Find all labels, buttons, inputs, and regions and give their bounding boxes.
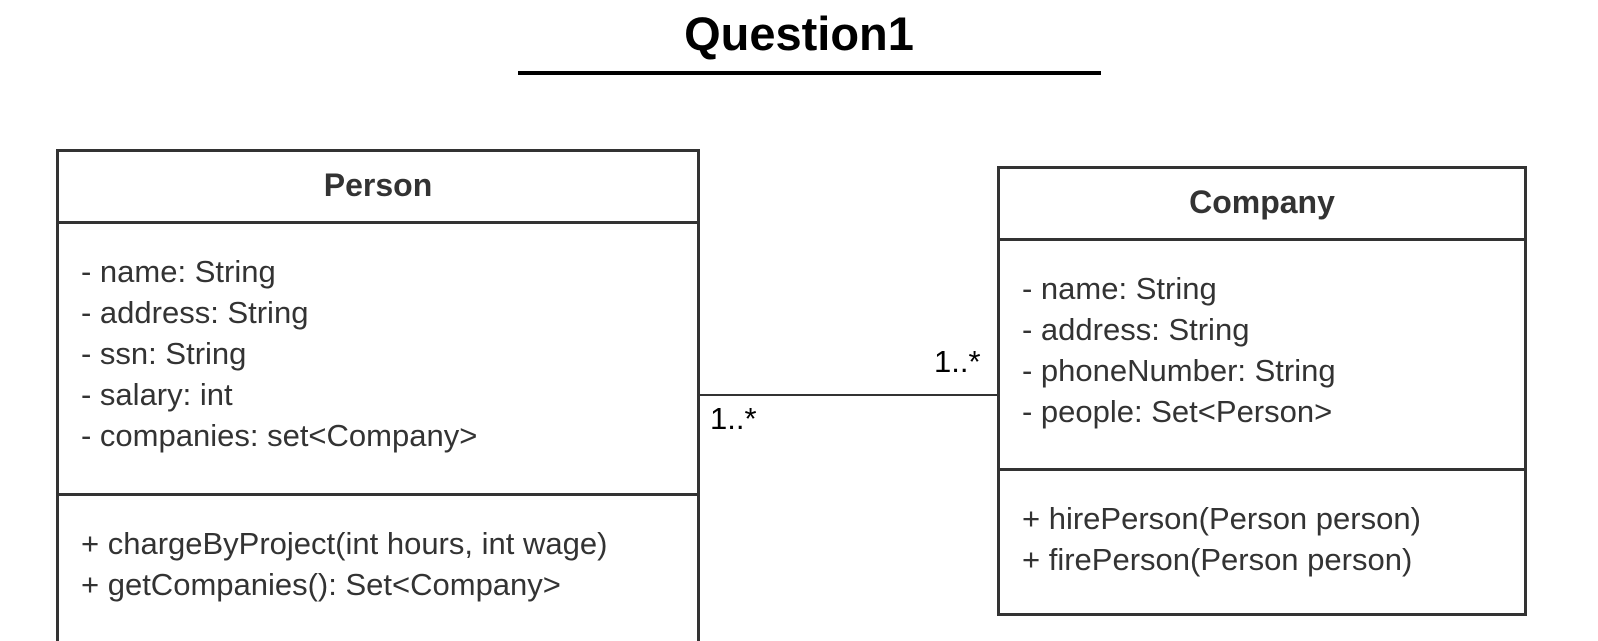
person-class-box: Person - name: String - address: String … (56, 149, 700, 641)
person-class-name: Person (59, 152, 697, 224)
company-attributes-section: - name: String - address: String - phone… (1000, 241, 1524, 471)
company-multiplicity-label: 1..* (934, 344, 981, 379)
company-method: + firePerson(Person person) (1022, 542, 1413, 577)
company-attribute: - phoneNumber: String (1022, 353, 1336, 388)
person-method: + chargeByProject(int hours, int wage) (81, 526, 608, 561)
company-method: + hirePerson(Person person) (1022, 501, 1421, 536)
company-attribute: - name: String (1022, 271, 1217, 306)
company-methods-section: + hirePerson(Person person) + firePerson… (1000, 471, 1524, 580)
company-class-box: Company - name: String - address: String… (997, 166, 1527, 616)
company-attribute: - address: String (1022, 312, 1250, 347)
person-attribute: - ssn: String (81, 336, 247, 371)
person-attributes-section: - name: String - address: String - ssn: … (59, 224, 697, 496)
company-attribute: - people: Set<Person> (1022, 394, 1333, 429)
person-attribute: - companies: set<Company> (81, 418, 478, 453)
title-underline (518, 71, 1101, 75)
person-attribute: - address: String (81, 295, 309, 330)
person-attribute: - name: String (81, 254, 276, 289)
diagram-title: Question1 (684, 7, 914, 60)
person-method: + getCompanies(): Set<Company> (81, 567, 561, 602)
person-methods-section: + chargeByProject(int hours, int wage) +… (59, 496, 697, 605)
association-line (700, 394, 997, 396)
person-attribute: - salary: int (81, 377, 233, 412)
company-class-name: Company (1000, 169, 1524, 241)
person-multiplicity-label: 1..* (710, 401, 757, 436)
